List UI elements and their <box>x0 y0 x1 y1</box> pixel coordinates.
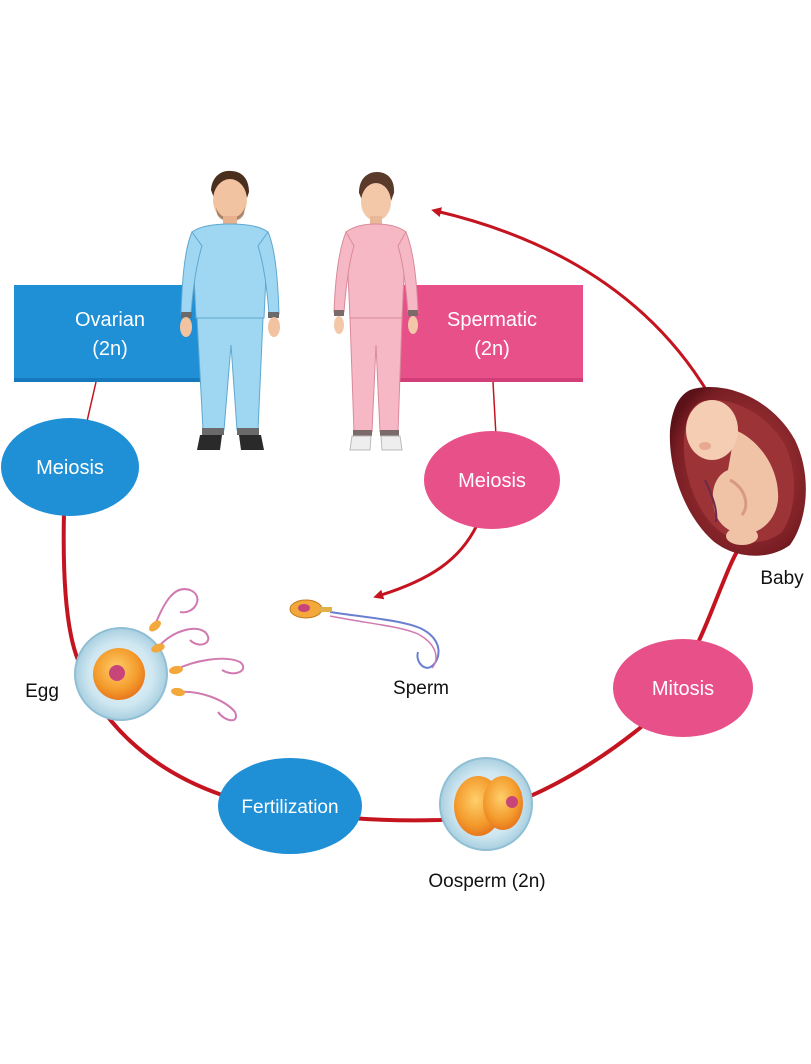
meiosis-female-label: Meiosis <box>36 457 104 479</box>
fertilization-label: Fertilization <box>241 797 338 818</box>
sperm-cell-icon <box>289 599 440 669</box>
meiosis-male-label: Meiosis <box>458 470 526 492</box>
meiosis-oval-female: Meiosis <box>1 418 139 516</box>
spermatic-box-label: Spermatic <box>447 309 537 331</box>
spermatic-box-ploidy: (2n) <box>474 338 510 360</box>
connector-spermatic-meiosis <box>492 381 497 437</box>
oosperm-label: Oosperm (2n) <box>428 871 545 892</box>
meiosis-oval-male: Meiosis <box>424 431 560 529</box>
sperm-label: Sperm <box>393 678 449 699</box>
ovarian-box: Ovarian (2n) <box>14 285 209 382</box>
woman-figure-icon <box>333 172 419 451</box>
cycle-path-baby-to-parents <box>431 207 707 389</box>
fetus-icon <box>669 387 806 556</box>
mitosis-oval: Mitosis <box>613 639 753 737</box>
fertilization-oval: Fertilization <box>218 758 362 854</box>
oosperm-cell-icon <box>439 757 533 851</box>
egg-cell-icon <box>74 588 245 722</box>
spermatic-box: Spermatic (2n) <box>395 285 583 382</box>
ovarian-box-ploidy: (2n) <box>92 338 128 360</box>
man-figure-icon <box>180 170 280 450</box>
ovarian-box-label: Ovarian <box>75 309 145 331</box>
arrow-meiosis-to-sperm <box>373 524 479 600</box>
egg-label: Egg <box>25 681 59 702</box>
mitosis-label: Mitosis <box>652 678 714 700</box>
baby-label: Baby <box>760 568 804 589</box>
